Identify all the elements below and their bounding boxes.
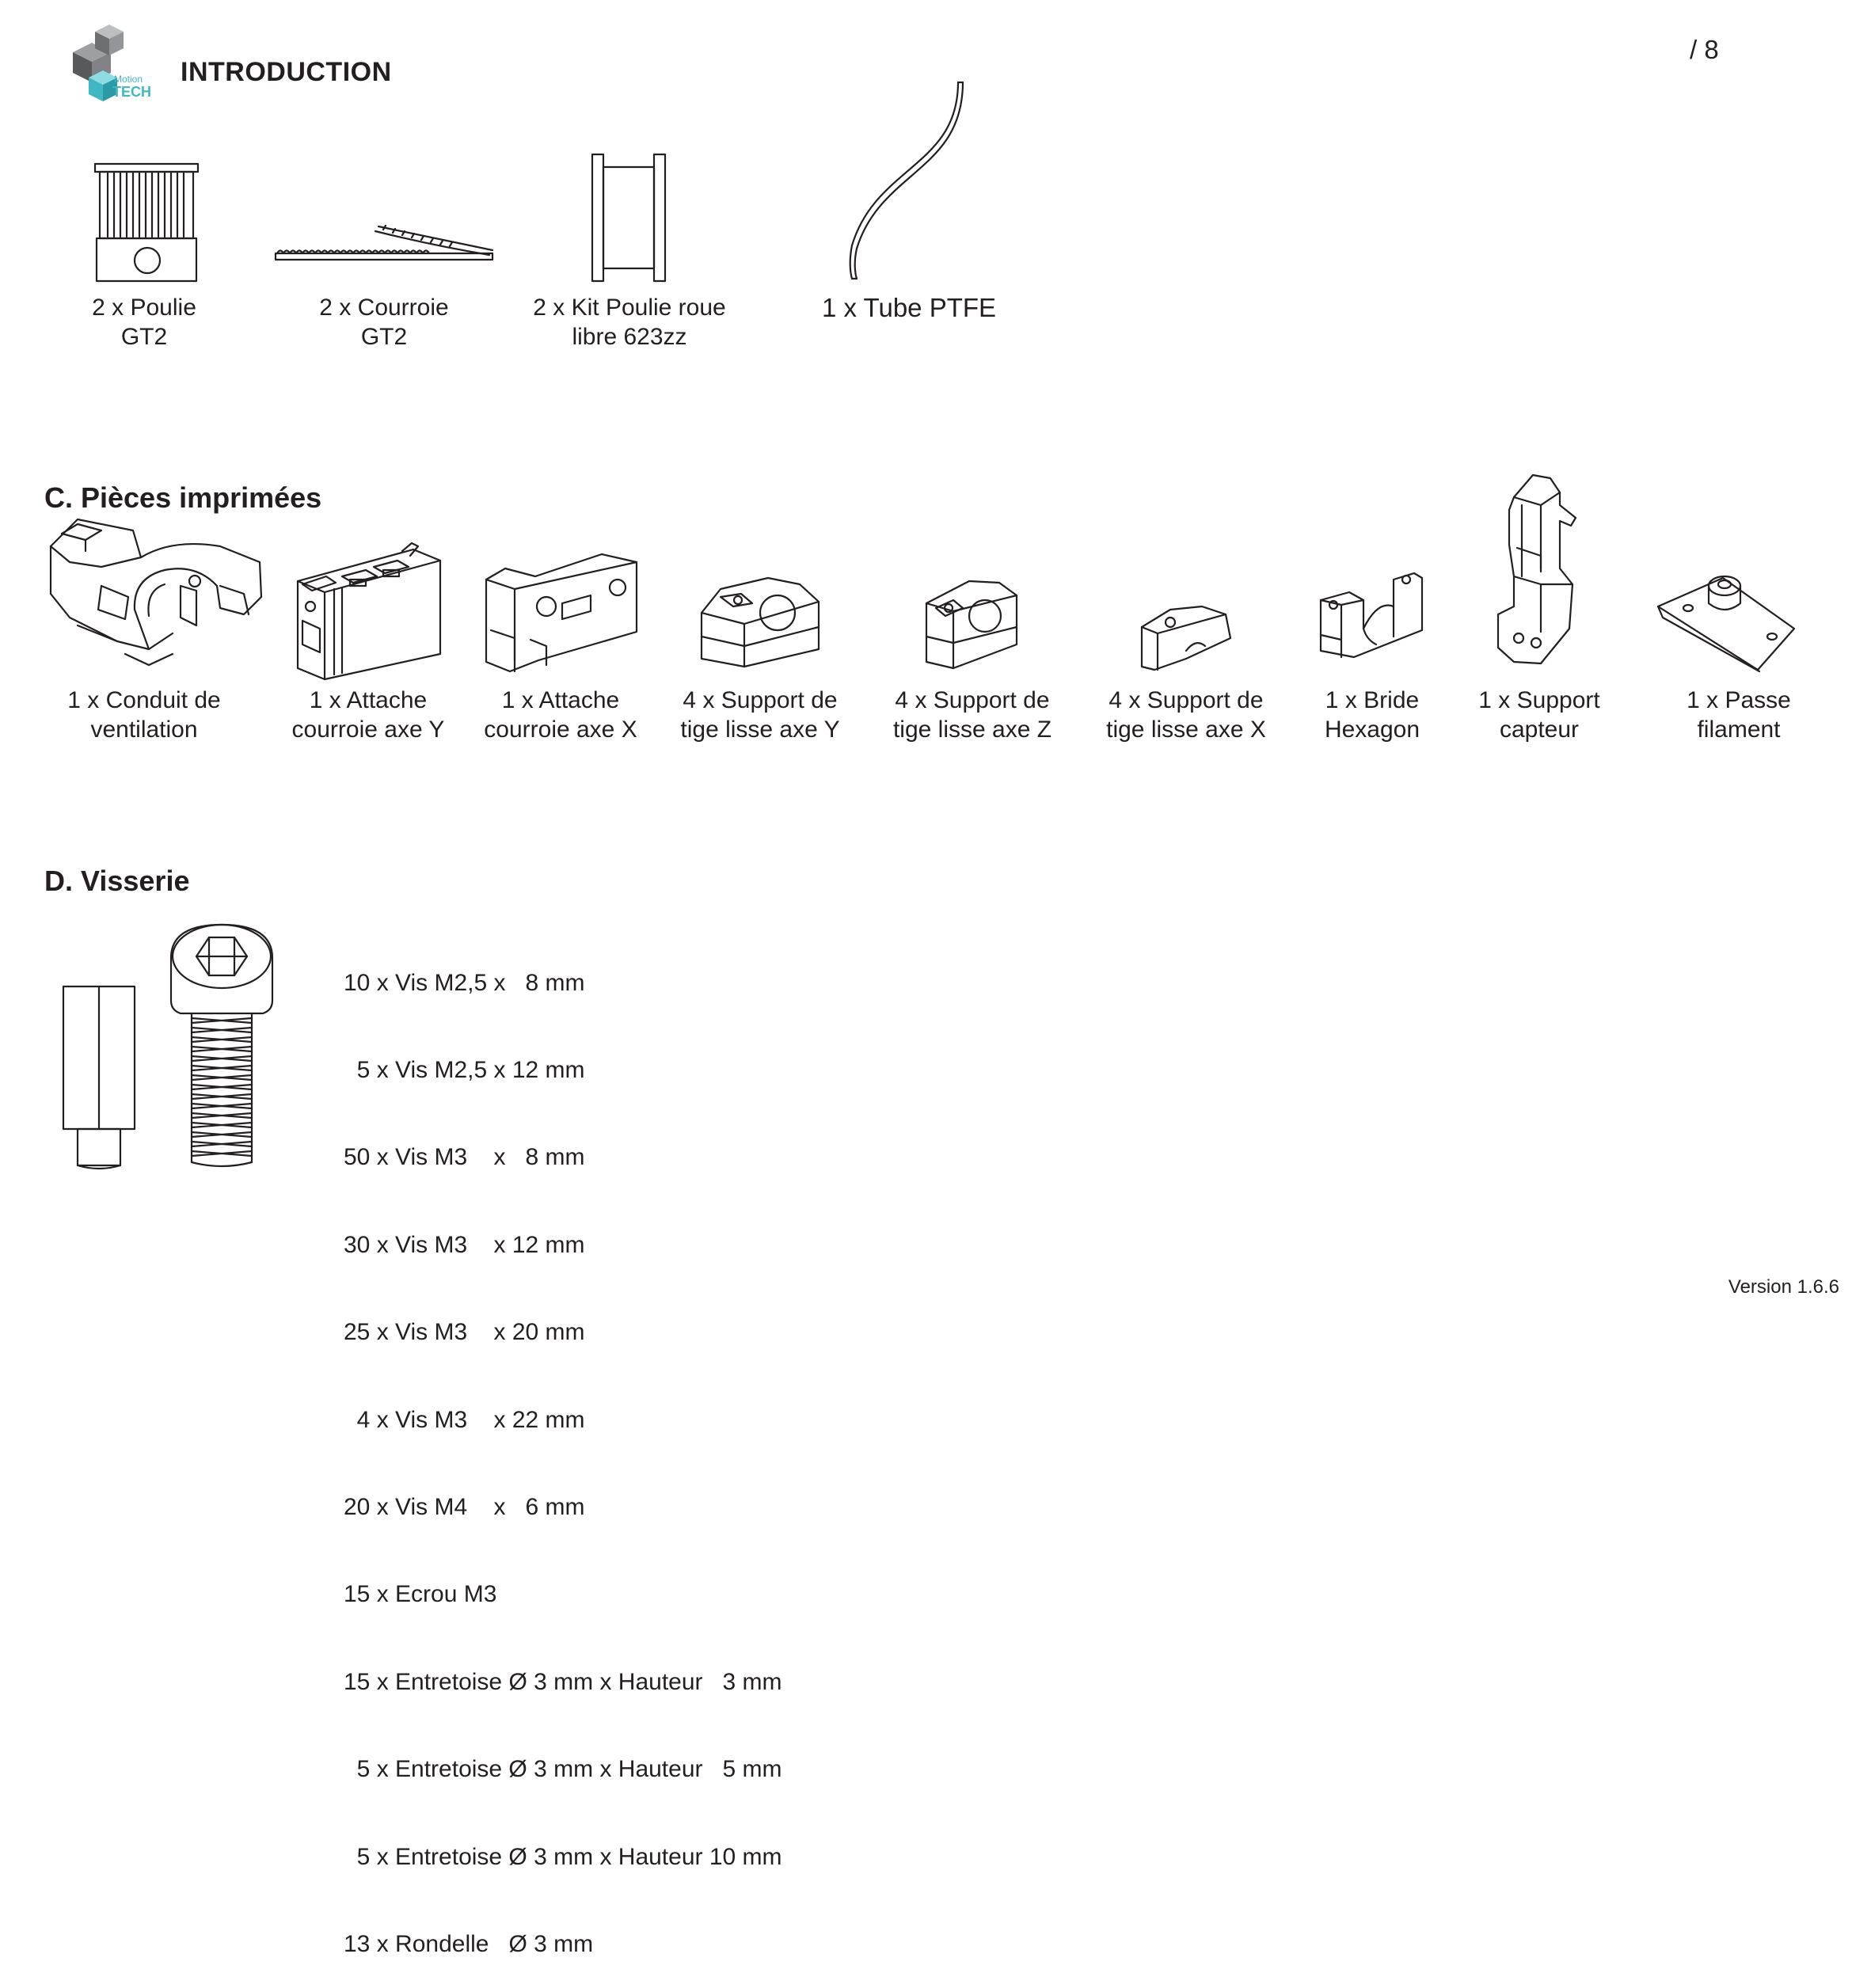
section-c-title: C. Pièces imprimées [44,481,322,514]
page-title: INTRODUCTION [181,57,392,87]
filament-guide-icon [1656,575,1796,673]
hardware-line: 5 x Entretoise Ø 3 mm x Hauteur 5 mm [344,1756,782,1783]
motiontech-logo: Motion TECH [73,25,151,101]
y-belt-clip-icon [296,542,442,681]
hardware-line: 15 x Ecrou M3 [344,1581,497,1608]
standoff-icon [62,985,136,1170]
logo-small-text: Motion [114,74,143,85]
hexagon-clamp-icon [1319,572,1424,659]
pulley-icon [93,162,200,283]
hardware-line: 20 x Vis M4 x 6 mm [344,1493,585,1520]
section-d-title: D. Visserie [44,865,190,897]
page-number: / 8 [1690,35,1719,64]
ptfe-tube-icon [849,81,964,280]
version-label: Version 1.6.6 [1728,1276,1839,1298]
hardware-line: 4 x Vis M3 x 22 mm [344,1406,585,1433]
z-rod-holder-icon [925,580,1018,670]
hardware-line: 30 x Vis M3 x 12 mm [344,1231,585,1258]
caption-ptfe-tube: 1 x Tube PTFE [821,293,997,322]
hardware-line: 5 x Vis M2,5 x 12 mm [344,1056,585,1083]
screw-icon [169,923,274,1168]
ventilation-duct-icon [49,518,263,667]
belt-icon [274,224,494,261]
hardware-line: 25 x Vis M3 x 20 mm [344,1319,585,1346]
hardware-line: 5 x Entretoise Ø 3 mm x Hauteur 10 mm [344,1843,782,1870]
idler-pulley-kit-icon [591,153,667,283]
logo-big-text: TECH [112,84,151,100]
hardware-line: 10 x Vis M2,5 x 8 mm [344,969,585,996]
hardware-line: 13 x Rondelle Ø 3 mm [344,1930,594,1957]
hardware-line: 15 x Entretoise Ø 3 mm x Hauteur 3 mm [344,1668,782,1695]
hardware-line: 50 x Vis M3 x 8 mm [344,1144,585,1171]
x-belt-clip-icon [485,553,638,673]
hardware-list: 10 x Vis M2,5 x 8 mm 5 x Vis M2,5 x 12 m… [344,910,782,1988]
x-rod-holder-icon [1140,605,1232,671]
sensor-support-icon [1496,473,1577,665]
y-rod-holder-icon [700,576,820,668]
